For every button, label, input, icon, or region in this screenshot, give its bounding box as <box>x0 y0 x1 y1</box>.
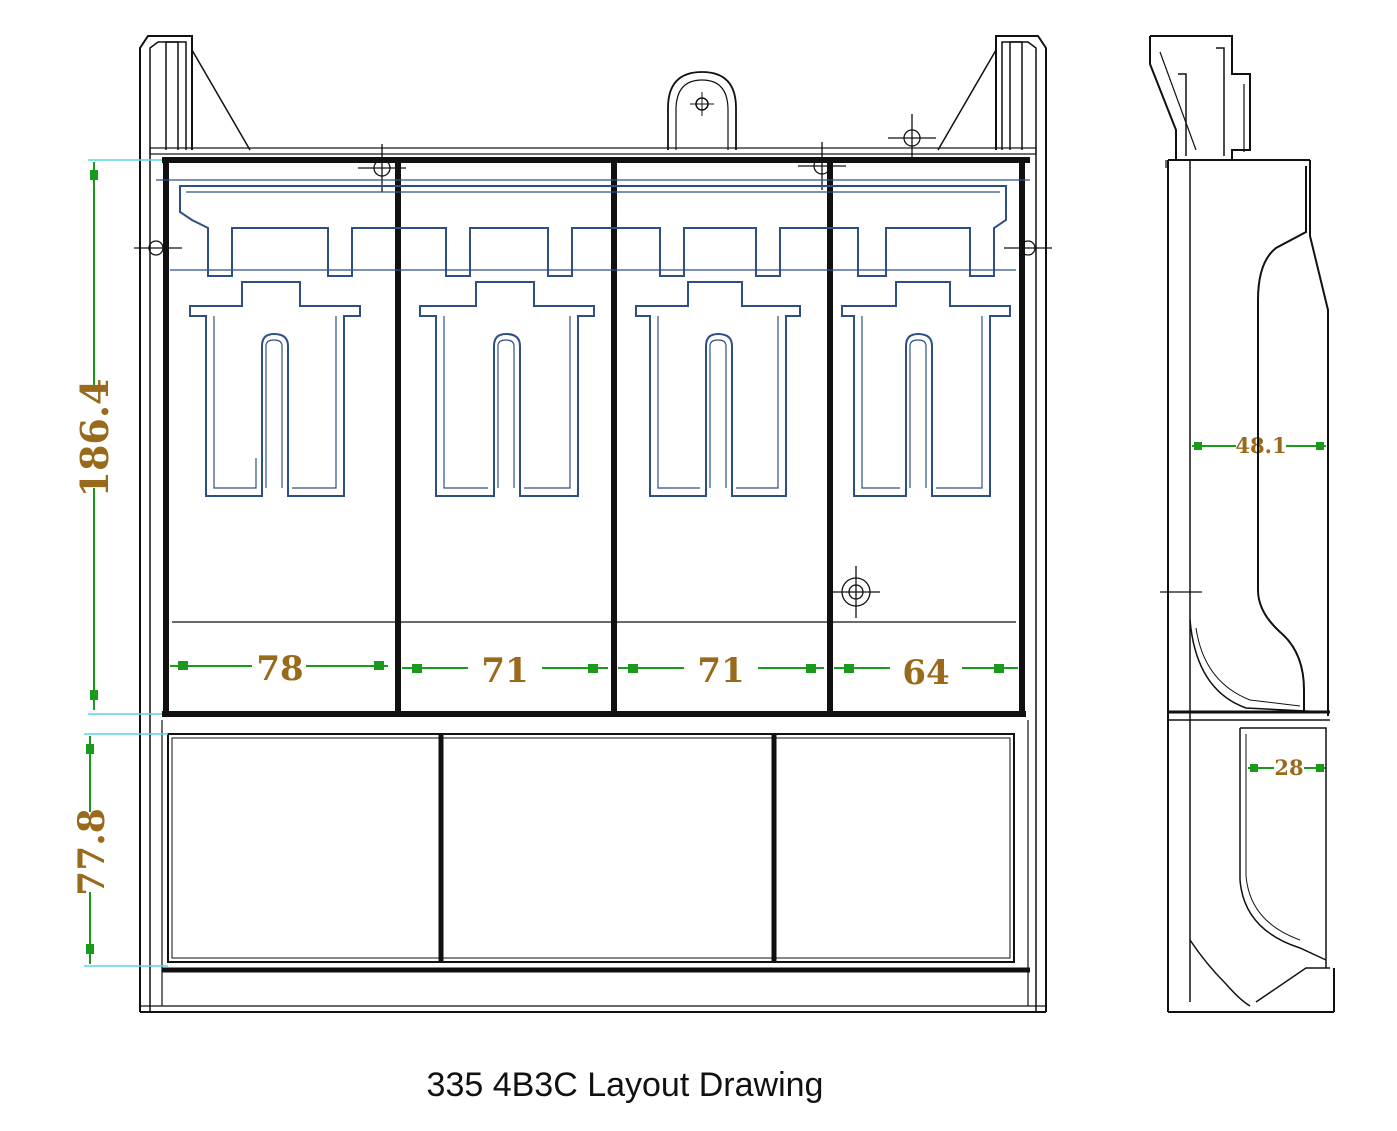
dim-width-3: 71 <box>697 651 744 691</box>
dim-width-2: 71 <box>481 651 528 691</box>
front-view <box>134 35 1052 1013</box>
bill-clip-1 <box>189 281 361 497</box>
side-view <box>1149 35 1335 1013</box>
dim-width-1: 78 <box>256 649 303 689</box>
drawing-caption: 335 4B3C Layout Drawing <box>426 1066 824 1104</box>
bill-clip-4 <box>841 281 1011 497</box>
dim-depth-lower: 28 <box>1274 755 1303 780</box>
bill-clip-assembly <box>156 179 1030 277</box>
dim-height-upper: 186.4 <box>72 379 117 498</box>
dim-depth-upper: 48.1 <box>1235 433 1286 458</box>
bill-clip-3 <box>635 281 801 497</box>
dim-width-4: 64 <box>902 653 949 693</box>
dim-height-lower: 77.8 <box>71 808 113 896</box>
bill-clip-2 <box>419 281 595 497</box>
